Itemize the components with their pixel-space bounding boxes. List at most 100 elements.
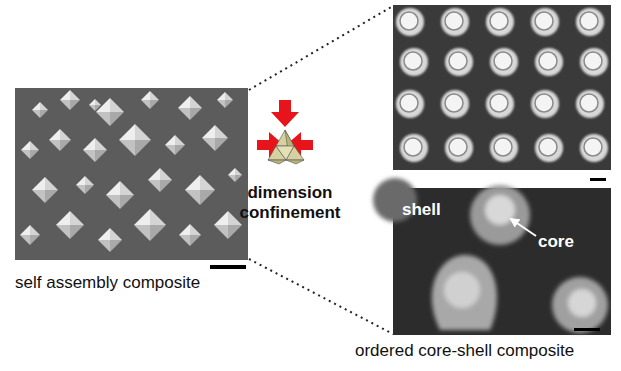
- core-dot: [404, 138, 422, 156]
- pyramid-face: [120, 195, 134, 209]
- pyramid-face: [235, 175, 242, 182]
- pyramid-face: [185, 175, 200, 190]
- shell-ring: [531, 8, 559, 36]
- pyramid-face: [106, 195, 120, 209]
- pyramid-face: [190, 96, 202, 108]
- pyramid-face: [179, 235, 190, 246]
- shell-ring: [445, 48, 473, 76]
- pyramid-face: [141, 100, 150, 109]
- shell-ring: [396, 8, 424, 36]
- pyramid-face: [76, 176, 85, 185]
- pyramid-face: [228, 225, 242, 239]
- pyramid-face: [45, 177, 58, 190]
- shell-ring: [580, 134, 608, 162]
- pyramid-face: [110, 98, 124, 112]
- pyramid-face: [190, 108, 202, 120]
- pyramid-face: [76, 185, 85, 194]
- core-shell-particles: [373, 178, 608, 333]
- pyramid-face: [141, 91, 150, 100]
- pyramid-face: [98, 240, 110, 252]
- pyramid-face: [60, 90, 70, 100]
- shell-ring: [490, 48, 518, 76]
- pyramid-face: [175, 135, 185, 145]
- compression-arrows: [257, 100, 313, 190]
- pyramid-face: [190, 235, 201, 246]
- pyramid-face: [30, 225, 40, 235]
- pyramid-face: [110, 112, 124, 126]
- pyramid-face: [96, 98, 110, 112]
- pyramid-face: [110, 228, 122, 240]
- pyramid-face: [106, 181, 120, 195]
- pyramid-face: [134, 209, 150, 225]
- pyramid-face: [70, 90, 80, 100]
- pyramid-face: [95, 150, 107, 162]
- pyramid-face: [214, 211, 228, 225]
- pyramid-face: [96, 112, 110, 126]
- pyramid-face: [228, 168, 235, 175]
- pyramid-face: [178, 108, 190, 120]
- core-dot: [490, 12, 508, 30]
- pyramid-face: [45, 190, 58, 203]
- core-dot: [400, 94, 418, 112]
- pyramid-face: [98, 228, 110, 240]
- pyramid-face: [135, 124, 151, 140]
- shell-ring: [486, 8, 514, 36]
- pyramid-face: [95, 99, 101, 105]
- pyramid-face: [56, 211, 70, 225]
- shell-ring: [441, 90, 469, 118]
- shell-ring: [445, 134, 473, 162]
- core-dot: [445, 94, 463, 112]
- pyramid-face: [83, 150, 95, 162]
- pyramid-face: [40, 102, 48, 110]
- core-dot: [404, 52, 422, 70]
- pyramid-face: [215, 125, 228, 138]
- pyramid-face: [150, 209, 166, 225]
- part-label: shell: [402, 200, 441, 220]
- pyramid-face: [60, 100, 70, 110]
- zoom-line: [249, 259, 393, 334]
- pyramid-face: [56, 225, 70, 239]
- shell-ring: [580, 48, 608, 76]
- pyramid-face: [202, 138, 215, 151]
- core-dot: [400, 12, 418, 30]
- pyramid-face: [70, 211, 84, 225]
- pyramid-face: [160, 168, 172, 180]
- core-dot: [449, 138, 467, 156]
- pyramid-face: [190, 224, 201, 235]
- pyramid-face: [60, 140, 71, 151]
- pyramid-face: [30, 141, 39, 150]
- shell-ring: [441, 8, 469, 36]
- pyramid-face: [95, 105, 101, 111]
- core-dot: [535, 12, 553, 30]
- sem-image: [15, 88, 248, 260]
- core-dot: [580, 94, 598, 112]
- pyramid-face: [85, 176, 94, 185]
- pyramid-face: [148, 180, 160, 192]
- pyramid-face: [134, 225, 150, 241]
- scale-bar: [210, 265, 246, 269]
- zoom-line: [249, 6, 393, 90]
- pyramid-face: [135, 140, 151, 156]
- pyramid-face: [150, 225, 166, 241]
- pyramid-face: [30, 235, 40, 245]
- pyramid-face: [70, 100, 80, 110]
- pyramid-face: [32, 102, 40, 110]
- pyramid-face: [200, 190, 215, 205]
- pyramid-face: [20, 235, 30, 245]
- core-dot: [494, 52, 512, 70]
- pyramid-face: [20, 225, 30, 235]
- core-dot: [494, 138, 512, 156]
- image-caption: self assembly composite: [15, 273, 200, 293]
- shell-ring: [396, 90, 424, 118]
- pyramid-cluster: [268, 130, 304, 164]
- pyramid-face: [217, 92, 225, 100]
- pyramid-face: [32, 177, 45, 190]
- shell-ring: [400, 134, 428, 162]
- process-label: dimension confinement: [230, 183, 350, 224]
- core-dot: [584, 52, 602, 70]
- pyramid-face: [202, 125, 215, 138]
- shell-ring: [486, 90, 514, 118]
- pyramid-face: [165, 135, 175, 145]
- pyramid-face: [148, 168, 160, 180]
- pyramid-face: [40, 110, 48, 118]
